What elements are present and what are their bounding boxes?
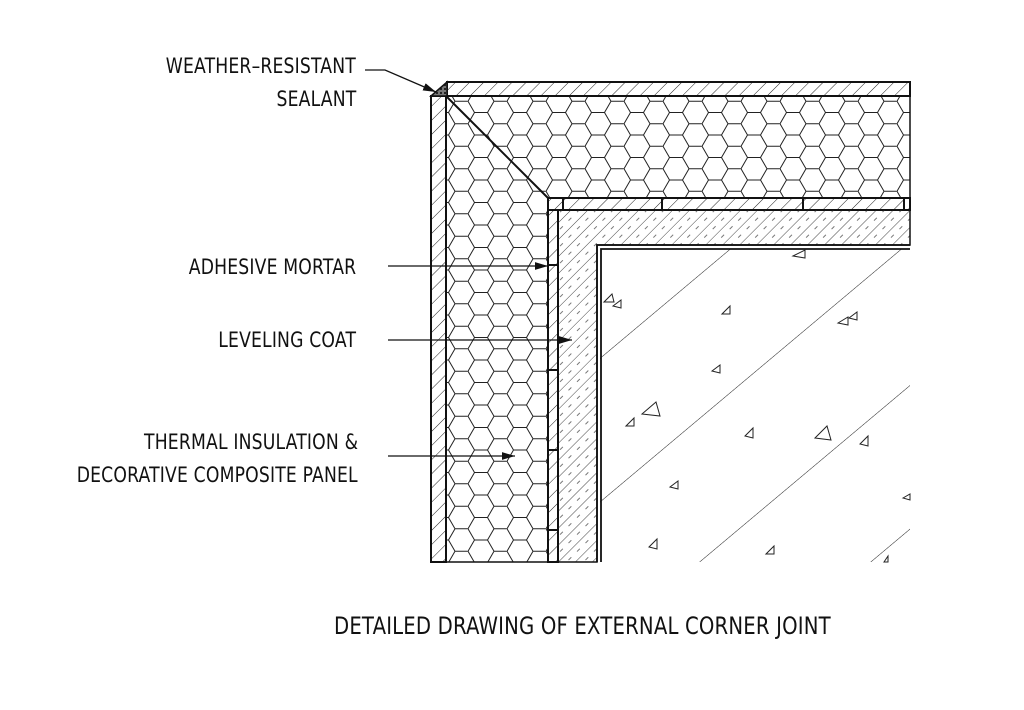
concrete-outline [596, 244, 910, 562]
panel-facing-side [430, 95, 447, 563]
corner-diagonal-cut [445, 95, 549, 199]
concrete-wall [596, 244, 911, 563]
panel-facing [429, 80, 911, 563]
label-panel-line1: THERMAL INSULATION & [143, 430, 358, 454]
label-sealant-line2: SEALANT [276, 87, 356, 111]
sealant [429, 80, 448, 97]
aggregate-marks [602, 249, 911, 563]
drawing-title: DETAILED DRAWING OF EXTERNAL CORNER JOIN… [334, 612, 831, 640]
label-leveling-coat: LEVELING COAT [218, 328, 356, 352]
label-panel-line2: DECORATIVE COMPOSITE PANEL [76, 463, 358, 487]
leader-lines [365, 69, 572, 460]
leader-sealant [365, 69, 437, 93]
label-adhesive-mortar: ADHESIVE MORTAR [188, 255, 356, 279]
panel-facing-top [446, 81, 911, 97]
mortar-joint-marks [548, 198, 905, 531]
label-sealant-line1: WEATHER–RESISTANT [165, 54, 356, 78]
adhesive-mortar [547, 197, 911, 563]
